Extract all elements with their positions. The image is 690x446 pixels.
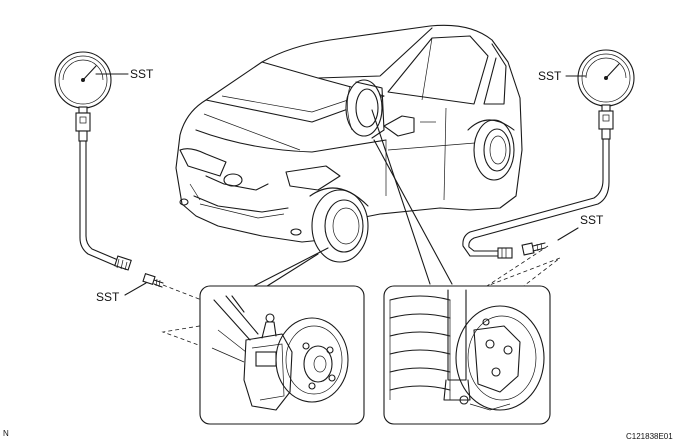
hatchback-car-illustration bbox=[175, 24, 523, 263]
sst-label-left-bleeder: SST bbox=[96, 290, 120, 304]
rear-drum-brake-detail bbox=[383, 285, 551, 425]
orientation-label: N bbox=[3, 429, 9, 438]
figure-code: C121838E01 bbox=[626, 432, 673, 441]
detail-callout-lines bbox=[249, 109, 453, 289]
left-pressure-gauge-icon bbox=[54, 51, 112, 142]
right-gauge-hose bbox=[462, 138, 610, 259]
left-bleeder-leader bbox=[124, 282, 147, 296]
front-disc-brake-detail bbox=[199, 285, 365, 425]
right-bleeder-adapter bbox=[521, 242, 546, 256]
sst-label-right-gauge: SST bbox=[538, 69, 562, 83]
right-pressure-gauge-icon bbox=[577, 49, 635, 140]
right-bleeder-leader bbox=[557, 227, 579, 241]
right-dashed-connection bbox=[486, 245, 561, 313]
sst-label-right-bleeder: SST bbox=[580, 213, 604, 227]
sst-label-left-gauge: SST bbox=[130, 67, 154, 81]
left-gauge-hose bbox=[79, 140, 132, 271]
left-bleeder-adapter bbox=[142, 272, 164, 288]
